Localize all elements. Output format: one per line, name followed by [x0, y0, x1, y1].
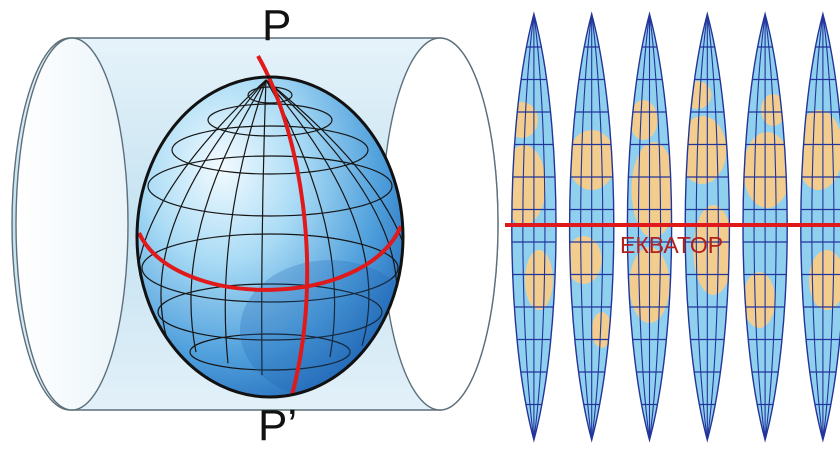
globe-parallel	[189, 333, 351, 371]
gore-land	[685, 116, 727, 184]
globe-parallel	[171, 125, 369, 175]
gore-land	[631, 142, 672, 238]
globe-parallel	[207, 103, 333, 137]
gore-outline	[684, 11, 731, 443]
globe-meridian	[261, 79, 267, 376]
globe-central-meridian	[256, 55, 310, 396]
globe-meridian	[265, 79, 370, 346]
globe-meridian	[160, 79, 267, 343]
gore-land	[569, 236, 602, 284]
globe-parallel	[141, 233, 399, 303]
globe-meridian	[265, 79, 336, 358]
gore-outline	[742, 11, 788, 443]
gore-land	[693, 205, 730, 295]
gore-land	[808, 250, 840, 310]
globe-outline	[135, 75, 405, 399]
gore-land	[800, 110, 840, 190]
globe-parallel	[157, 283, 383, 341]
globe-sphere	[137, 77, 403, 397]
gore-outline	[568, 11, 615, 443]
south-pole-label: P’	[258, 401, 298, 450]
equator-label: ЕКВАТОР	[620, 232, 724, 258]
gore-outline	[511, 11, 557, 443]
globe-meridian	[190, 79, 267, 353]
north-pole-label: P	[262, 1, 292, 50]
gore-land	[629, 100, 658, 140]
gore-outline	[626, 11, 673, 443]
gore-land	[743, 272, 776, 328]
globe-meridian	[224, 79, 267, 364]
globe-meridian	[265, 79, 403, 333]
gore-land	[524, 250, 553, 310]
cylinder-left-cap	[15, 37, 129, 411]
gore-strips	[505, 11, 840, 443]
globe-equator	[137, 225, 403, 292]
gore-outline	[800, 11, 840, 443]
globe-parallel	[147, 155, 393, 217]
globe	[135, 55, 405, 399]
gore-land	[511, 102, 538, 138]
